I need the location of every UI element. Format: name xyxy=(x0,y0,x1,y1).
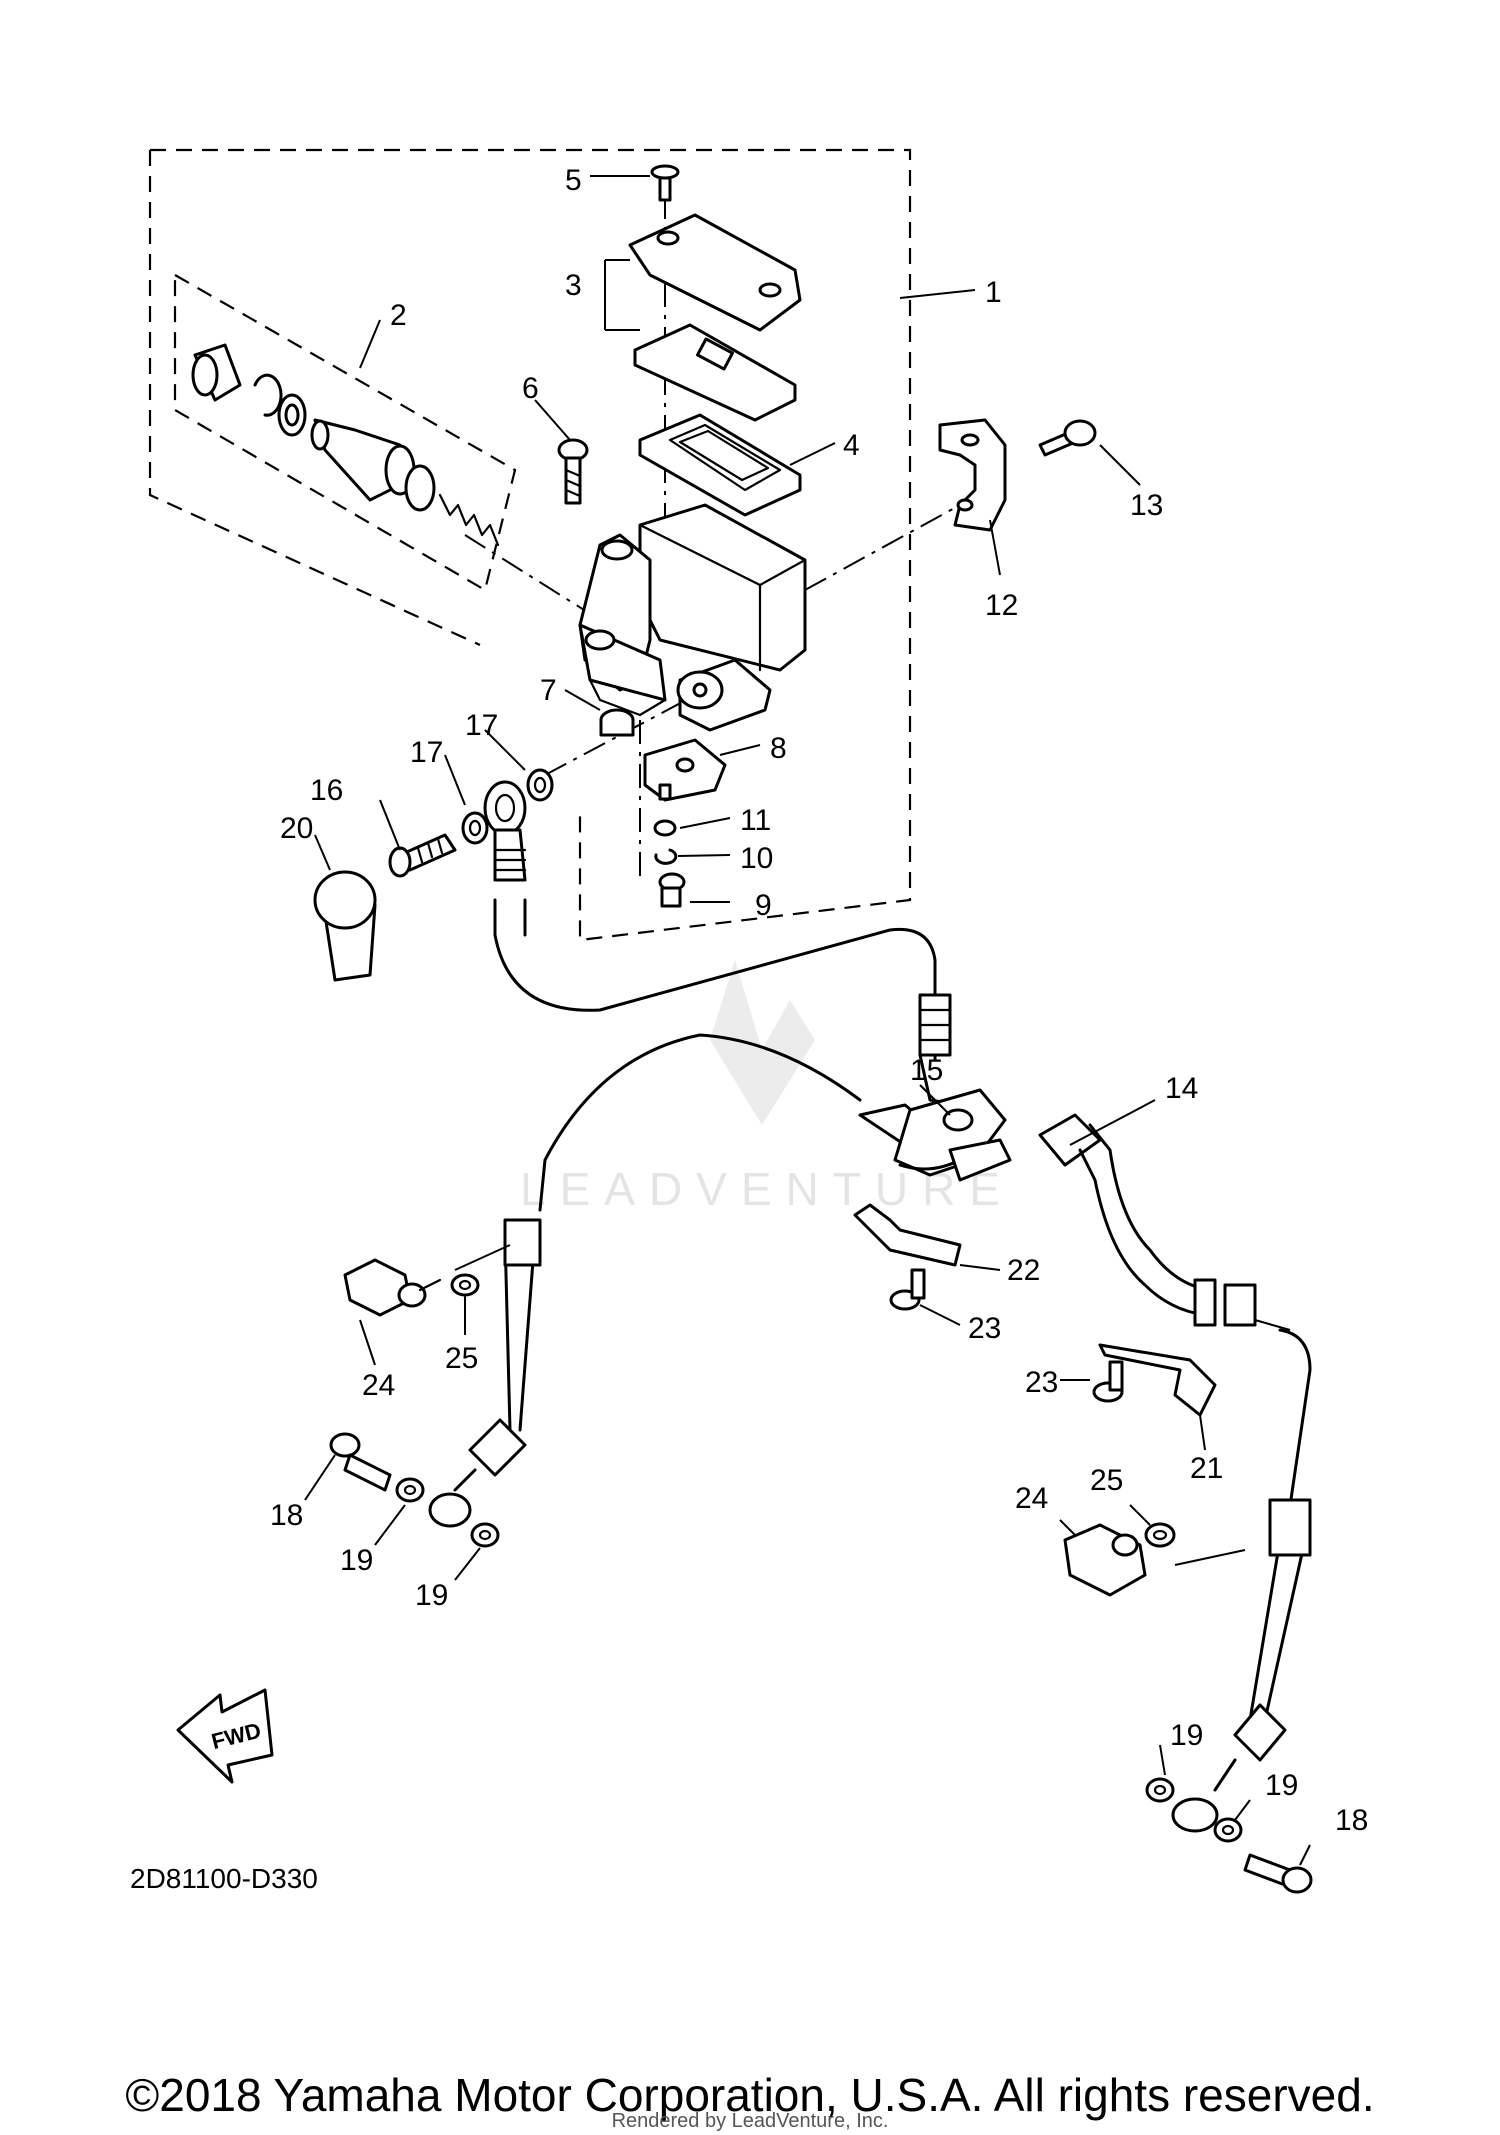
part-13-bolt xyxy=(1038,419,1097,457)
callout-24a: 24 xyxy=(362,1369,395,1402)
master-cylinder-assembly-box xyxy=(148,148,912,942)
callout-18a: 18 xyxy=(270,1499,303,1532)
part-25-nut-right xyxy=(1144,1522,1176,1548)
callout-9: 9 xyxy=(755,889,772,922)
part-25-nut-left xyxy=(450,1273,480,1297)
part-19-washer-c xyxy=(1145,1777,1175,1803)
part-2-piston-kit xyxy=(191,343,500,547)
part-18-union-bolt-left xyxy=(329,1432,392,1492)
part-24-clamp-right xyxy=(1063,1523,1147,1597)
leader-lines xyxy=(304,175,1311,1866)
callout-16: 16 xyxy=(310,774,343,807)
part-9-screw xyxy=(658,872,686,908)
master-cylinder-body xyxy=(578,503,807,732)
callout-19d: 19 xyxy=(1265,1769,1298,1802)
callout-11: 11 xyxy=(740,804,771,837)
part-5-screw xyxy=(650,164,680,202)
callout-4: 4 xyxy=(843,429,860,462)
diagram-code: 2D81100-D330 xyxy=(130,1863,318,1894)
callout-17b: 17 xyxy=(465,709,498,742)
callout-7: 7 xyxy=(540,674,557,707)
part-3-diaphragm-plate xyxy=(633,323,797,422)
part-19-washer-a xyxy=(395,1477,425,1503)
part-8-brake-switch xyxy=(643,738,727,802)
callout-5: 5 xyxy=(565,164,582,197)
callout-3: 3 xyxy=(565,269,582,302)
callout-14: 14 xyxy=(1165,1072,1198,1105)
fwd-arrow-icon: FWD xyxy=(176,1688,274,1784)
brake-hose-lower-right xyxy=(1171,1498,1312,1833)
part-24-clamp-left xyxy=(343,1258,442,1317)
callout-13: 13 xyxy=(1130,489,1163,522)
callout-22: 22 xyxy=(1007,1254,1040,1287)
callout-2: 2 xyxy=(390,299,407,332)
copyright-notice: ©2018 Yamaha Motor Corporation, U.S.A. A… xyxy=(125,2069,1375,2121)
part-4-diaphragm xyxy=(638,413,802,517)
callout-18b: 18 xyxy=(1335,1804,1368,1837)
callout-labels: 1 2 3 4 5 6 7 8 9 10 11 12 13 14 15 16 1… xyxy=(270,164,1368,1837)
part-11-washer xyxy=(653,819,677,837)
banjo-fitting-upper xyxy=(483,780,527,882)
callout-8: 8 xyxy=(770,732,787,765)
part-14-brake-hose-right xyxy=(1038,1113,1312,1542)
callout-25a: 25 xyxy=(445,1342,478,1375)
callout-19a: 19 xyxy=(340,1544,373,1577)
callout-6: 6 xyxy=(522,372,539,405)
part-23-bolt-upper xyxy=(889,1268,926,1311)
part-16-union-bolt xyxy=(388,833,457,878)
part-19-washer-b xyxy=(470,1522,500,1548)
callout-15: 15 xyxy=(910,1054,943,1087)
callout-19c: 19 xyxy=(1170,1719,1203,1752)
callout-17a: 17 xyxy=(410,736,443,769)
callout-10: 10 xyxy=(740,842,773,875)
callout-1: 1 xyxy=(985,276,1002,309)
piston-kit-box xyxy=(173,273,517,592)
part-21-bracket xyxy=(1098,1343,1217,1417)
callout-24b: 24 xyxy=(1015,1482,1048,1515)
callout-25b: 25 xyxy=(1090,1464,1123,1497)
part-17-copper-washer-lower xyxy=(461,811,489,845)
part-20-cap xyxy=(313,870,377,982)
part-19-washer-d xyxy=(1213,1817,1243,1843)
three-way-joint xyxy=(858,1088,1012,1182)
part-22-bracket xyxy=(853,1203,962,1267)
callout-21: 21 xyxy=(1190,1452,1223,1485)
part-7-nut xyxy=(599,708,635,737)
callout-23b: 23 xyxy=(1025,1366,1058,1399)
part-18-union-bolt-right xyxy=(1243,1853,1313,1894)
brake-hose-left xyxy=(428,1033,862,1528)
rendered-by-note: Rendered by LeadVenture, Inc. xyxy=(611,2110,889,2132)
part-23-bolt-lower xyxy=(1092,1360,1124,1403)
callout-23a: 23 xyxy=(968,1312,1001,1345)
part-6-pivot-bolt xyxy=(557,438,589,505)
part-10-spring-washer xyxy=(654,848,678,865)
callout-19b: 19 xyxy=(415,1579,448,1612)
callout-20: 20 xyxy=(280,812,313,845)
part-12-holder xyxy=(938,418,1007,532)
part-17-copper-washer-upper xyxy=(526,768,554,802)
callout-12: 12 xyxy=(985,589,1018,622)
part-3-reservoir-cap xyxy=(628,213,802,332)
